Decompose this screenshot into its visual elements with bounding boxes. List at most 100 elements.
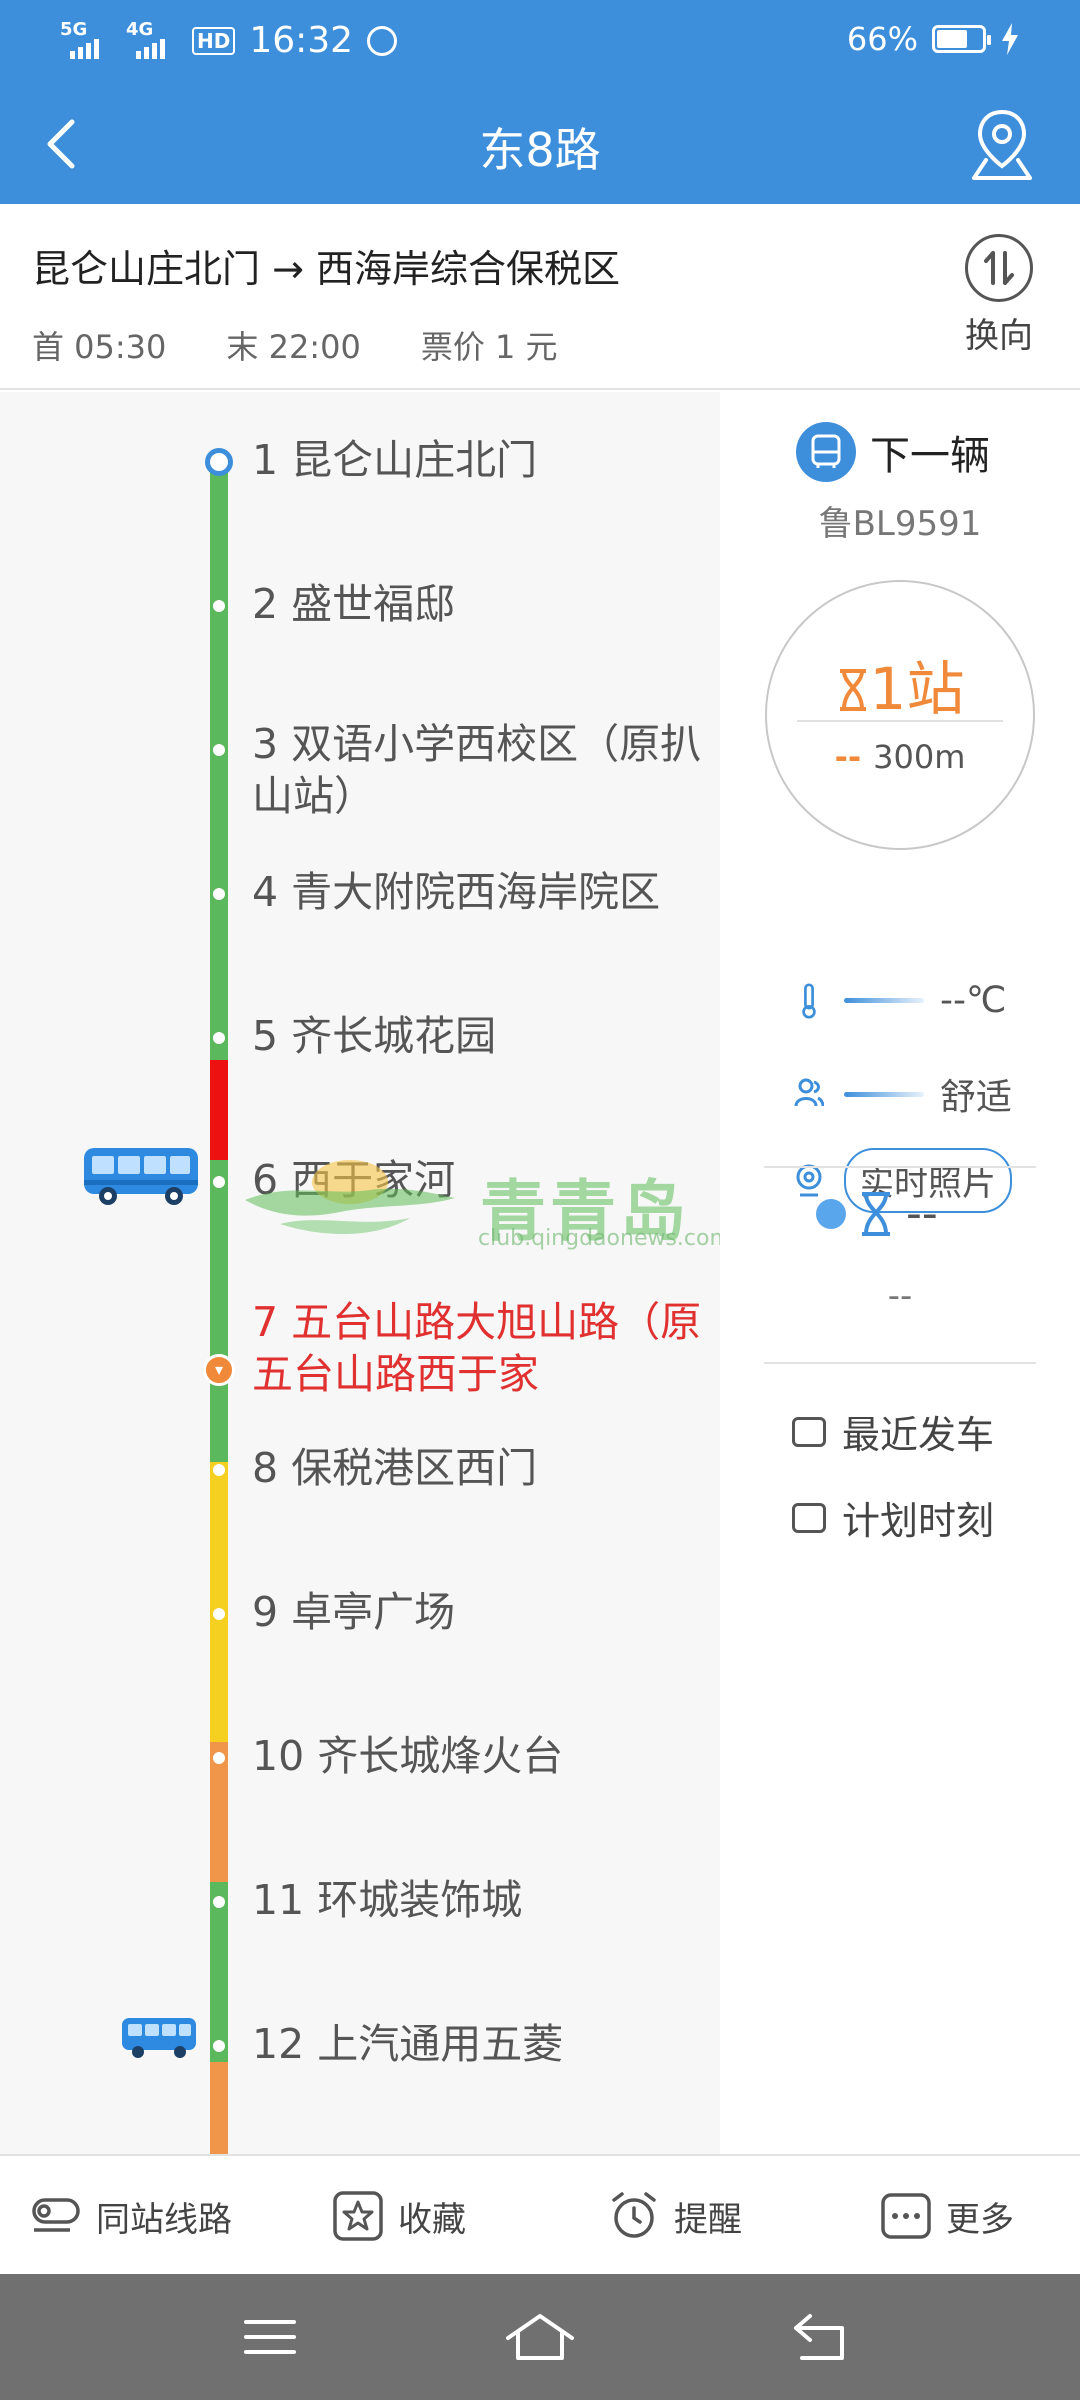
hourglass-icon: [839, 669, 866, 711]
stop-name: 1 昆仑山庄北门: [252, 436, 538, 484]
station-dot: [213, 600, 225, 612]
bus-icon[interactable]: [120, 2016, 198, 2060]
station-dot: [213, 1752, 225, 1764]
stop-name: 5 齐长城花园: [252, 1012, 497, 1060]
back-icon[interactable]: [780, 2302, 860, 2372]
line-segment-busy: [210, 1742, 228, 1882]
plate-number: 鲁BL9591: [818, 504, 982, 544]
stops-away: 1站: [767, 642, 1033, 726]
thermometer-icon: [802, 982, 816, 1019]
favorite-label: 收藏: [398, 2199, 466, 2240]
station-dot: [213, 744, 225, 756]
line-segment-jam: [210, 1060, 228, 1160]
schedule-label: 计划时刻: [842, 1499, 995, 1543]
start-station-marker: [205, 448, 233, 476]
system-nav-bar: [0, 2274, 1080, 2400]
favorite-button[interactable]: 收藏: [332, 2156, 466, 2276]
signal-5g-label: 5G: [60, 18, 88, 40]
station-dot: [213, 1464, 225, 1476]
realtime-photo-button[interactable]: 实时照片: [844, 1148, 1012, 1213]
temperature-value: --℃: [940, 980, 1007, 1021]
signal-4g-label: 4G: [126, 18, 154, 40]
stop-name: 6 西于家河: [252, 1156, 456, 1204]
notification-icon: [367, 25, 398, 56]
stop-name: 2 盛世福邸: [252, 580, 456, 628]
stop-item[interactable]: 1 昆仑山庄北门: [0, 432, 720, 552]
schedule-link[interactable]: 计划时刻: [792, 1490, 994, 1545]
route-icon: [32, 2198, 80, 2232]
swap-direction-icon: [965, 234, 1033, 302]
stop-name: 11 环城装饰城: [252, 1876, 523, 1924]
divider: [764, 1362, 1036, 1364]
fare: 票价 1 元: [420, 328, 558, 366]
bus-info-panel: 下一辆 鲁BL9591 1站 -- 300m --℃ 舒适: [720, 392, 1080, 2154]
back-chevron-icon[interactable]: [28, 108, 100, 180]
stop-item[interactable]: 2 盛世福邸: [0, 576, 720, 696]
camera-icon: [796, 1164, 822, 1196]
map-pin-icon[interactable]: [964, 104, 1040, 184]
temperature-row: --℃: [794, 980, 1006, 1021]
line-segment-slow: [210, 1462, 228, 1742]
remind-button[interactable]: 提醒: [608, 2156, 742, 2276]
recent-departures-label: 最近发车: [842, 1413, 995, 1457]
eta-distance: -- 300m: [767, 738, 1033, 776]
route-direction: 昆仑山庄北门 → 西海岸综合保税区: [32, 247, 620, 291]
first-bus-time: 首 05:30: [32, 328, 167, 366]
crowd-row: 舒适: [794, 1068, 1012, 1120]
hd-badge: HD: [192, 26, 236, 55]
stop-name: 8 保税港区西门: [252, 1444, 538, 1492]
people-icon: [794, 1078, 824, 1107]
stop-name: 7 五台山路大旭山路（原五台山路西于家: [252, 1298, 702, 1398]
next-bus-label: 下一辆: [870, 433, 990, 479]
next-bus-header: 下一辆: [796, 422, 990, 482]
menu-icon[interactable]: [230, 2302, 310, 2372]
star-icon: [333, 2191, 383, 2241]
stop-name: 9 卓亭广场: [252, 1588, 456, 1636]
swap-direction-button[interactable]: 换向: [954, 234, 1044, 357]
recent-departures-link[interactable]: 最近发车: [792, 1404, 994, 1459]
stops-away-value: 1站: [869, 655, 965, 723]
stop-name: 4 青大附院西海岸院区: [252, 868, 661, 916]
route-meta: 首 05:30 末 22:00 票价 1 元: [32, 322, 558, 368]
swap-direction-label: 换向: [965, 316, 1033, 356]
station-dot: [213, 1176, 225, 1188]
stop-item[interactable]: 11 环城装饰城: [0, 1872, 720, 1992]
title-bar: 东8路: [0, 84, 1080, 204]
battery-icon: [932, 25, 991, 53]
stop-item[interactable]: 5 齐长城花园: [0, 1008, 720, 1128]
stop-name: 3 双语小学西校区（原扒山站）: [252, 720, 702, 820]
station-dot: [213, 1608, 225, 1620]
charging-icon: [1002, 23, 1018, 55]
second-bus-sub: --: [887, 1276, 913, 1316]
hourglass-icon: [862, 1191, 890, 1236]
line-segment-smooth: [210, 1882, 228, 2062]
bus-icon[interactable]: [82, 1144, 200, 1208]
same-station-lines-label: 同站线路: [96, 2199, 232, 2240]
same-station-lines-button[interactable]: 同站线路: [30, 2156, 232, 2276]
station-dot: [213, 2040, 225, 2052]
list-icon: [792, 1502, 826, 1533]
home-icon[interactable]: [500, 2302, 580, 2372]
current-station-marker: ▾: [203, 1354, 235, 1386]
bottom-toolbar: 同站线路 收藏 提醒 更多: [0, 2154, 1080, 2274]
more-button[interactable]: 更多: [880, 2156, 1014, 2276]
station-dot: [213, 1896, 225, 1908]
battery-percent: 66%: [846, 20, 918, 58]
stop-name: 10 齐长城烽火台: [252, 1732, 564, 1780]
distance-value: 300m: [873, 738, 966, 776]
eta-dash: --: [834, 738, 862, 776]
station-dot: [213, 888, 225, 900]
stop-item[interactable]: 4 青大附院西海岸院区: [0, 864, 720, 984]
divider: [764, 1166, 1036, 1168]
route-header: 昆仑山庄北门 → 西海岸综合保税区 首 05:30 末 22:00 票价 1 元…: [0, 204, 1080, 390]
eta-circle: 1站 -- 300m: [765, 580, 1035, 850]
stops-list: 1 昆仑山庄北门 2 盛世福邸 3 双语小学西校区（原扒山站） 4 青大附院西海岸院区…: [0, 392, 720, 2154]
stop-item[interactable]: 3 双语小学西校区（原扒山站）: [0, 720, 720, 840]
stop-item[interactable]: 12 上汽通用五菱: [0, 2016, 720, 2136]
stop-item[interactable]: ▾ 7 五台山路大旭山路（原五台山路西于家: [0, 1296, 720, 1416]
stop-item[interactable]: 10 齐长城烽火台: [0, 1728, 720, 1848]
crowd-value: 舒适: [940, 1077, 1013, 1118]
stop-item[interactable]: 9 卓亭广场: [0, 1584, 720, 1704]
stop-item[interactable]: 8 保税港区西门: [0, 1440, 720, 1560]
more-label: 更多: [946, 2199, 1014, 2240]
